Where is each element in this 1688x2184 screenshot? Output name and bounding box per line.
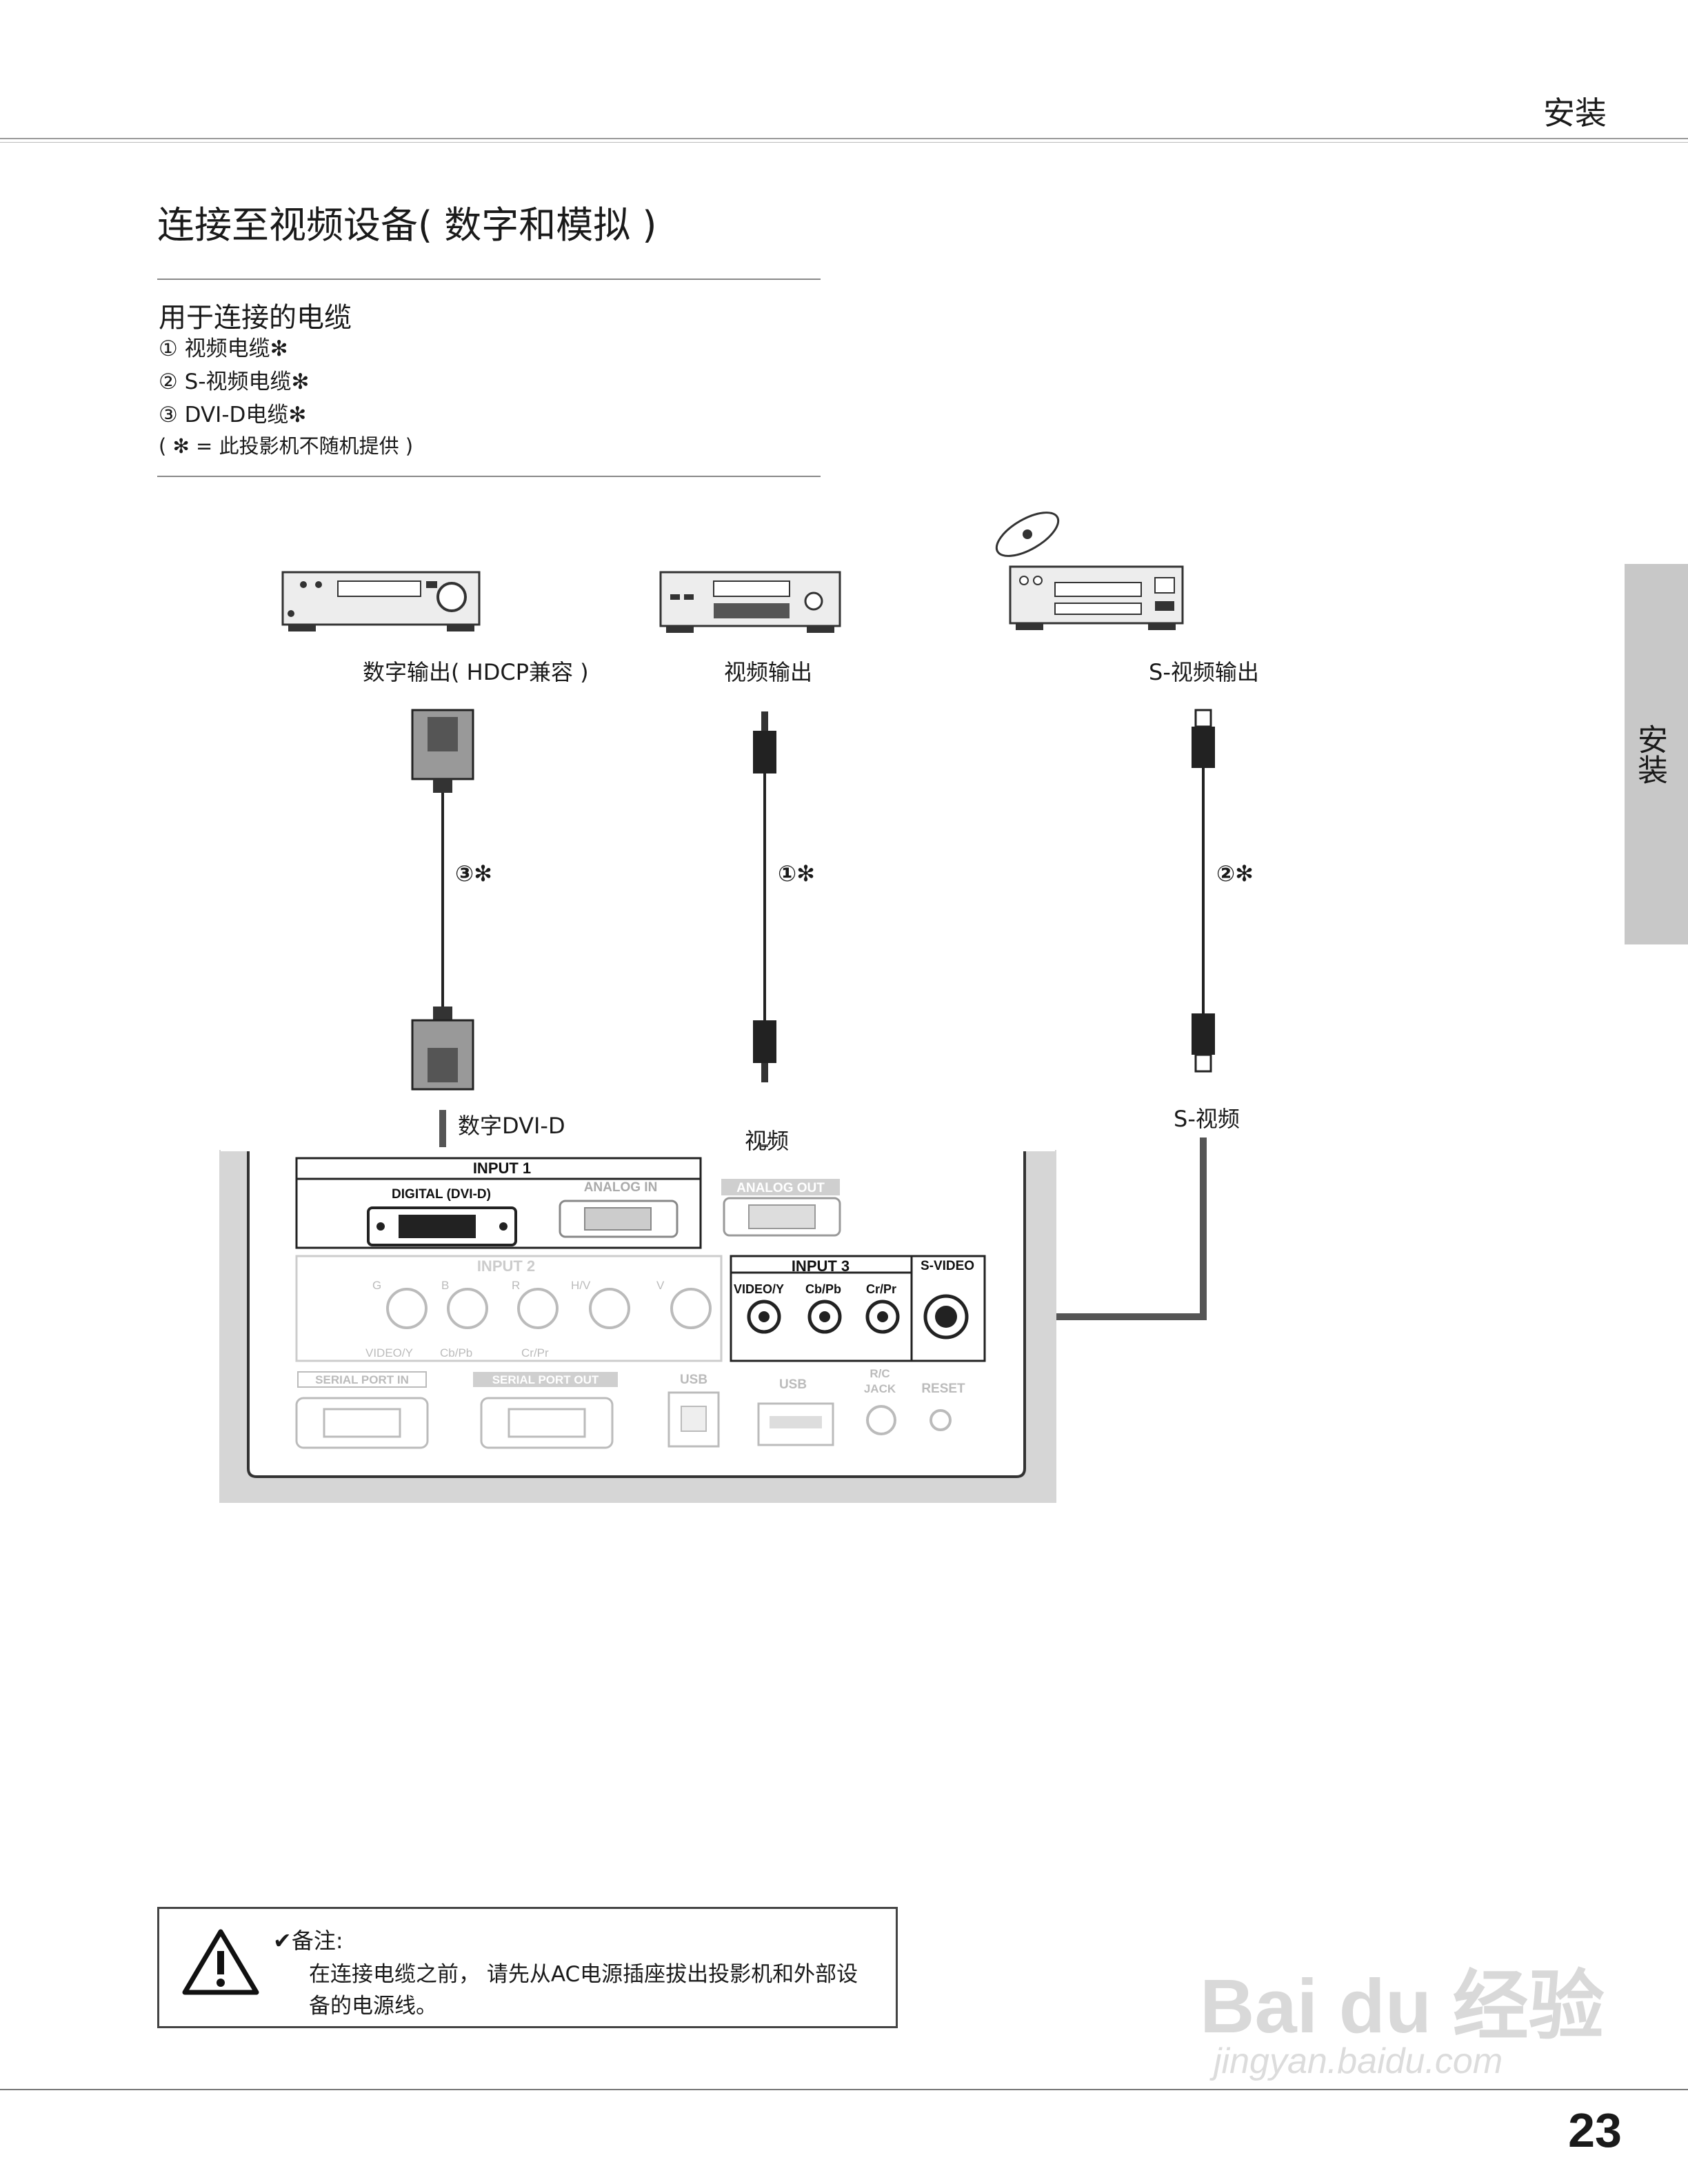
- cable-item-video: ① 视频电缆✻: [159, 336, 288, 361]
- panel-input3-crpr: Cr/Pr: [866, 1282, 896, 1296]
- panel-input2-label: INPUT 2: [477, 1257, 535, 1275]
- cable-item-dvi: ③ DVI-D电缆✻: [159, 403, 307, 427]
- side-tab-label: 安装: [1632, 724, 1667, 785]
- cable-box-top-rule: [157, 279, 821, 280]
- panel-reset-label: RESET: [921, 1382, 965, 1396]
- panel-input3-cbpb: Cb/Pb: [805, 1282, 841, 1296]
- panel-analog-out-label: ANALOG OUT: [736, 1181, 825, 1195]
- side-tab: [1625, 564, 1688, 944]
- dvi-cable-marker: ③✻: [455, 860, 492, 887]
- section-title: 安装: [1543, 94, 1607, 132]
- digital-output-label: 数字输出( HDCP兼容 ): [363, 659, 589, 685]
- cable-box-bottom-rule: [157, 476, 821, 477]
- panel-svideo-label: S-VIDEO: [921, 1259, 974, 1273]
- projector-panel: [219, 1147, 1056, 1503]
- panel-serial-in-box: [297, 1371, 427, 1388]
- panel-analog-in-label: ANALOG IN: [584, 1180, 658, 1195]
- svideo-output-label: S-视频输出: [1149, 659, 1259, 685]
- note-box: [157, 1907, 898, 2028]
- cable-item-svideo: ② S-视频电缆✻: [159, 370, 310, 394]
- panel-jack-label: JACK: [864, 1382, 896, 1395]
- video-output-label: 视频输出: [724, 659, 813, 685]
- panel-input2-g: G: [372, 1279, 381, 1292]
- svideo-cable-marker: ②✻: [1216, 860, 1254, 887]
- note-line-2: 备的电源线。: [309, 1994, 437, 2019]
- svideo-player-device: [995, 512, 1184, 630]
- panel-input2-v: V: [656, 1279, 665, 1292]
- dvi-connector-label: 数字DVI-D: [458, 1113, 565, 1139]
- panel-input3-videoy: VIDEO/Y: [734, 1282, 784, 1296]
- panel-input3-label: INPUT 3: [792, 1257, 850, 1275]
- page-title: 连接至视频设备( 数字和模拟 ): [157, 203, 657, 247]
- video-cable-marker: ①✻: [778, 860, 815, 887]
- panel-analog-out-bg: [721, 1179, 840, 1195]
- watermark-logo: Bai du 经验: [1200, 1964, 1605, 2049]
- note-heading: ✔备注:: [273, 1928, 343, 1954]
- cables-heading: 用于连接的电缆: [159, 302, 352, 334]
- panel-input2-videoy: VIDEO/Y: [365, 1346, 413, 1359]
- watermark-url: jingyan.baidu.com: [1214, 2041, 1503, 2081]
- cables-footnote: ( ✻ = 此投影机不随机提供 ): [159, 434, 414, 458]
- digital-player-device: [281, 571, 481, 631]
- panel-input2-r: R: [512, 1279, 520, 1292]
- panel-input2-b: B: [441, 1279, 449, 1292]
- dvi-cable: [411, 709, 474, 1194]
- panel-input2-cbpb: Cb/Pb: [440, 1346, 472, 1359]
- panel-usb-a-label: USB: [779, 1377, 807, 1392]
- footer-rule: [0, 2089, 1688, 2090]
- header-rule: [0, 138, 1688, 139]
- panel-usb-b-label: USB: [680, 1373, 707, 1387]
- svideo-connector-label: S-视频: [1174, 1106, 1240, 1132]
- panel-serial-out-bg: [473, 1372, 618, 1387]
- panel-digital-dvi-label: DIGITAL (DVI-D): [392, 1187, 491, 1202]
- video-connector-label: 视频: [745, 1128, 790, 1154]
- panel-input2-hv: H/V: [571, 1279, 591, 1292]
- panel-serial-out-label: SERIAL PORT OUT: [492, 1373, 599, 1386]
- note-line-1: 在连接电缆之前， 请先从AC电源插座拔出投影机和外部设: [309, 1962, 858, 1987]
- video-player-device: [659, 571, 841, 633]
- panel-input1-label: INPUT 1: [473, 1160, 531, 1177]
- header-rule-secondary: [0, 142, 1688, 143]
- page-number: 23: [1568, 2103, 1622, 2157]
- panel-serial-in-label: SERIAL PORT IN: [315, 1373, 409, 1386]
- connection-diagram: INPUT 1 DIGITAL (DVI-D) ANALOG IN ANALOG…: [219, 512, 1215, 1503]
- panel-rc-label: R/C: [870, 1367, 890, 1380]
- warning-icon: [182, 1929, 259, 1995]
- panel-input2-crpr: Cr/Pr: [521, 1346, 549, 1359]
